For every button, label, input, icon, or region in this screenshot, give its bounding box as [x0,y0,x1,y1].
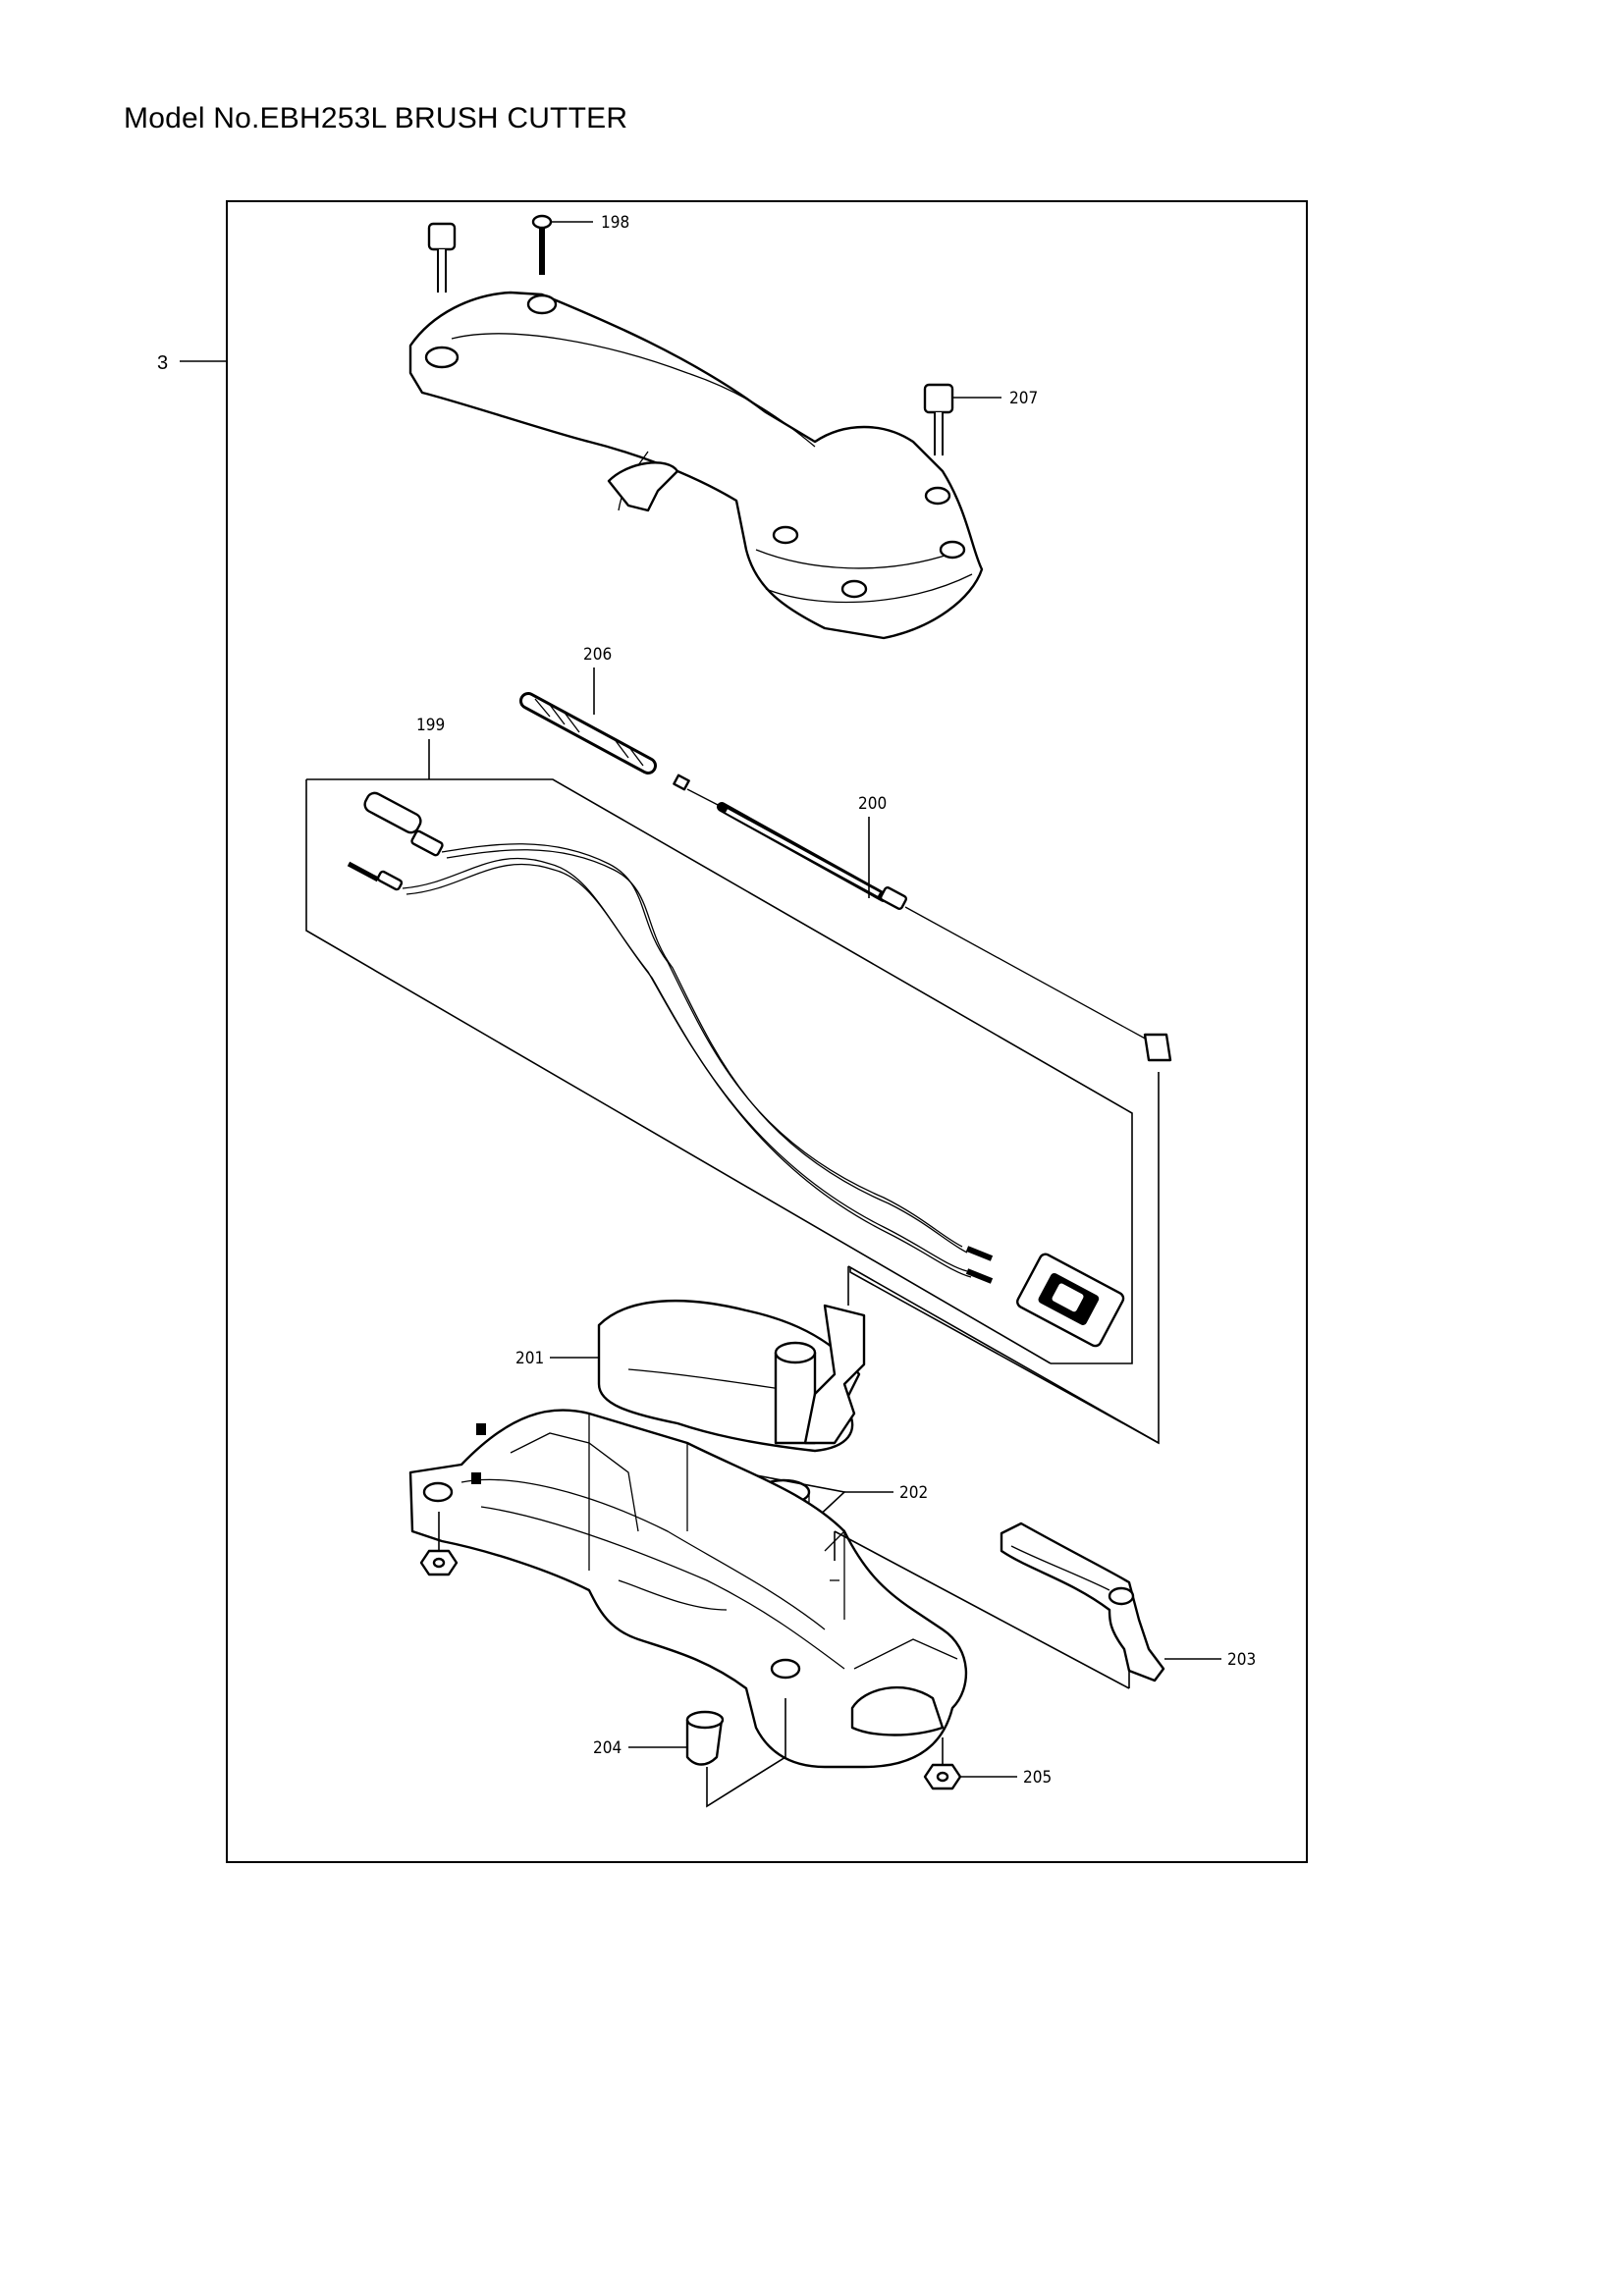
lower-left-nut [419,1512,459,1576]
callout-204: 204 [593,1738,622,1758]
assembly-label: 3 [157,352,168,374]
nut-205: 205 [923,1737,1052,1790]
callout-202: 202 [899,1483,928,1503]
cap-204: 204 [593,1698,786,1808]
callout-199: 199 [416,716,445,735]
assembly-frame [226,200,1308,1863]
lower-handle-housing [408,1409,1130,1769]
callout-205: 205 [1023,1768,1052,1788]
upper-left-bolt [427,222,457,293]
trigger-lever-203: 203 [1000,1522,1256,1688]
callout-203: 203 [1227,1650,1256,1670]
callout-198: 198 [601,213,629,233]
callout-207: 207 [1009,389,1038,408]
trigger-cover-201: 201 [515,1265,1160,1453]
upper-handle-housing [408,291,984,640]
bolt-207: 207 [923,383,1038,455]
stud-206: 206 [519,645,657,774]
throttle-cable-200: 200 [673,774,1172,1445]
wire-harness-199: 199 [305,716,1133,1364]
callout-206: 206 [583,645,612,665]
screw-198: 198 [531,213,629,275]
callout-201: 201 [515,1349,544,1368]
page-title: Model No.EBH253L BRUSH CUTTER [124,102,628,134]
callout-200: 200 [858,794,887,814]
